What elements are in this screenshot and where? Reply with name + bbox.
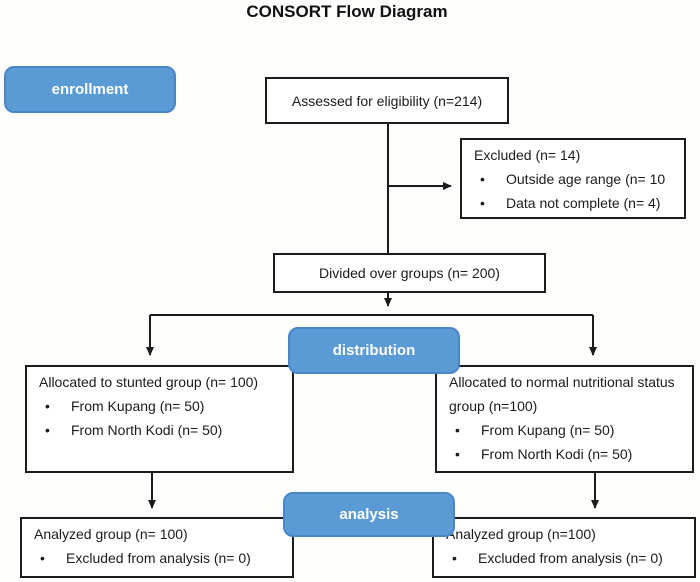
analyzed-normal-bullet-1: Excluded from analysis (n= 0)	[434, 546, 694, 570]
divided-groups-box: Divided over groups (n= 200)	[273, 253, 546, 293]
distribution-label: distribution	[332, 342, 416, 359]
allocated-normal-bullet-1: From Kupang (n= 50)	[437, 418, 692, 442]
allocated-stunted-bullet-2: From North Kodi (n= 50)	[27, 418, 292, 442]
excluded-box: Excluded (n= 14) Outside age range (n= 1…	[460, 138, 686, 219]
allocated-normal-box: Allocated to normal nutritional status g…	[435, 365, 694, 473]
stage-label-distribution: distribution	[288, 327, 460, 374]
analysis-label: analysis	[339, 506, 399, 523]
page-title: CONSORT Flow Diagram	[246, 2, 448, 21]
assessed-eligibility-box: Assessed for eligibility (n=214)	[265, 77, 509, 124]
stage-label-analysis: analysis	[283, 492, 455, 537]
analyzed-stunted-title: Analyzed group (n= 100)	[34, 526, 188, 542]
analyzed-normal-box: Analyzed group (n=100) Excluded from ana…	[432, 517, 696, 578]
allocated-normal-bullet-2: From North Kodi (n= 50)	[437, 442, 692, 466]
divided-groups-text: Divided over groups (n= 200)	[319, 265, 500, 281]
allocated-stunted-box: Allocated to stunted group (n= 100) From…	[25, 365, 294, 473]
analyzed-stunted-box: Analyzed group (n= 100) Excluded from an…	[20, 517, 294, 578]
assessed-eligibility-text: Assessed for eligibility (n=214)	[291, 92, 483, 109]
allocated-normal-title: Allocated to normal nutritional status g…	[449, 374, 675, 414]
analyzed-stunted-bullet-1: Excluded from analysis (n= 0)	[22, 546, 292, 570]
excluded-bullet-1: Outside age range (n= 10	[462, 167, 684, 191]
excluded-title: Excluded (n= 14)	[474, 147, 581, 163]
enrollment-label: enrollment	[51, 81, 129, 98]
allocated-stunted-title: Allocated to stunted group (n= 100)	[39, 374, 259, 390]
allocated-stunted-bullet-1: From Kupang (n= 50)	[27, 394, 292, 418]
analyzed-normal-title: Analyzed group (n=100)	[446, 526, 596, 542]
excluded-bullet-2: Data not complete (n= 4)	[462, 191, 684, 215]
stage-label-enrollment: enrollment	[4, 66, 176, 113]
